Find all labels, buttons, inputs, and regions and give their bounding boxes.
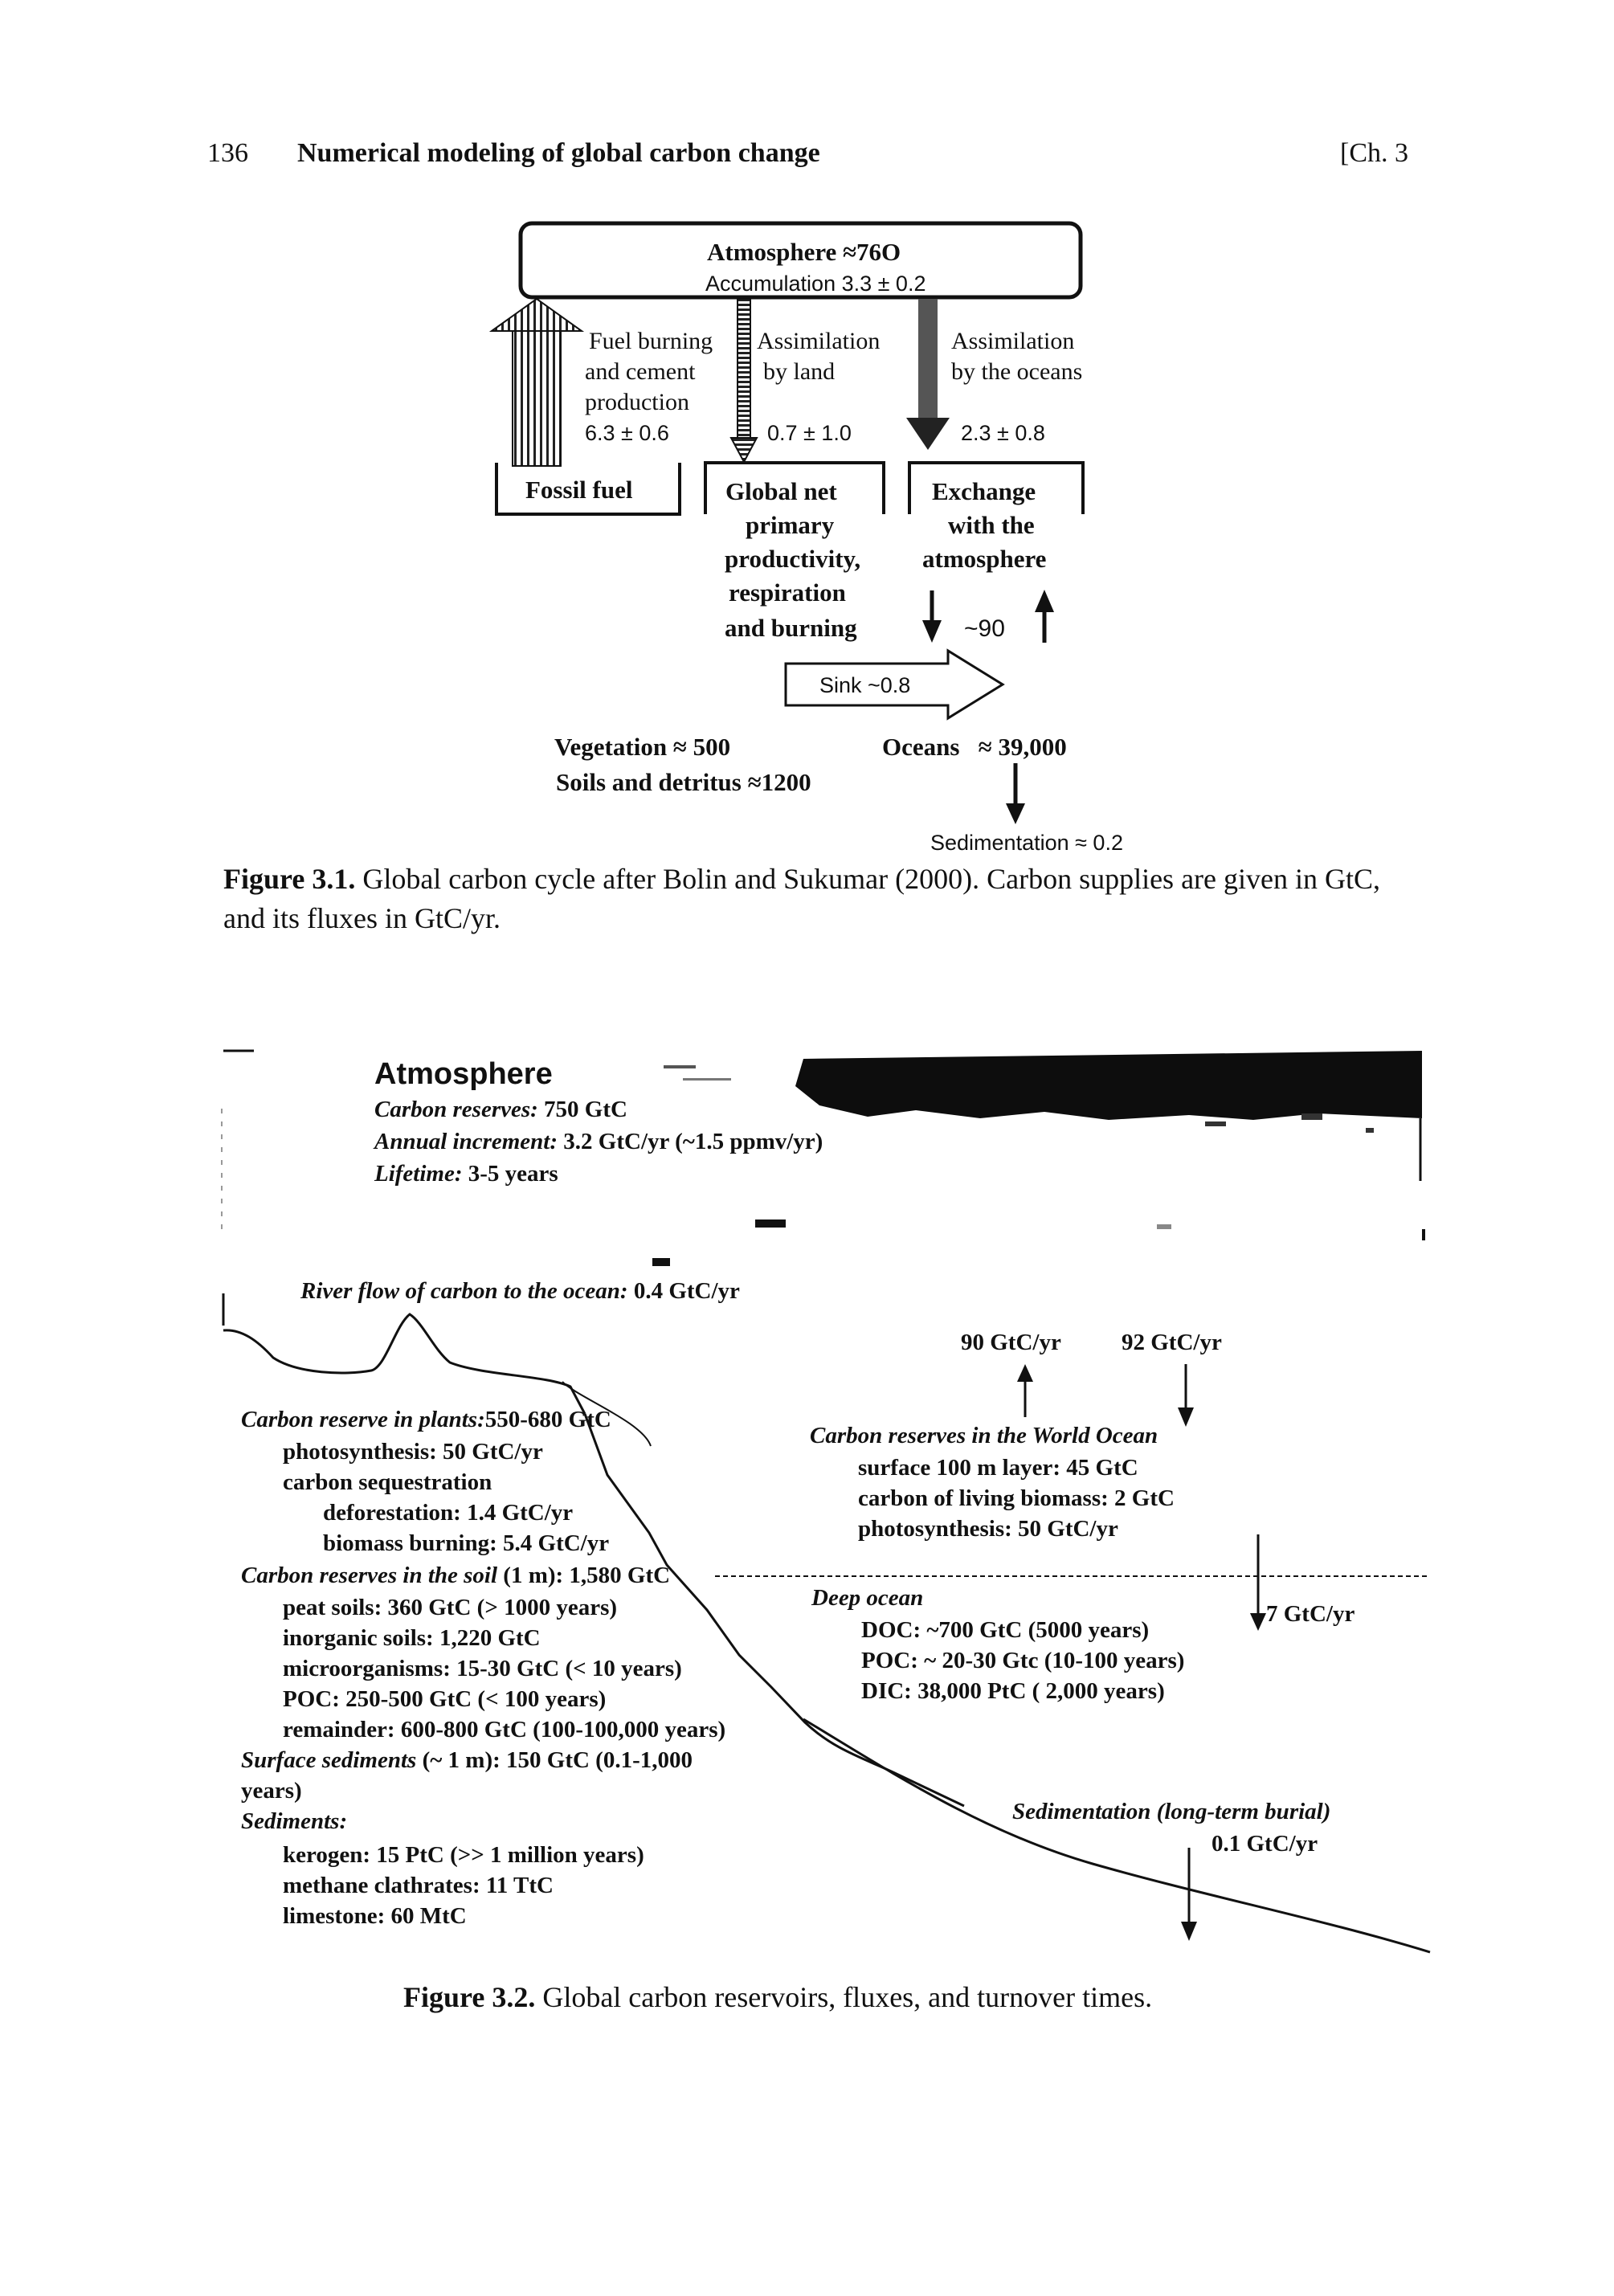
exchange-bracket <box>908 461 1085 514</box>
deep-flux-arrow <box>1250 1613 1266 1631</box>
fig2-sediments-item: kerogen: 15 PtC (>> 1 million years) <box>283 1842 644 1868</box>
fig2-plants-item: carbon sequestration <box>283 1469 492 1495</box>
fig2-sedimentation-label: Sedimentation (long-term burial) <box>1012 1799 1331 1824</box>
fig2-soil-reserve: Carbon reserves in the soil (1 m): 1,580… <box>241 1563 671 1588</box>
ocean-arrow-head <box>906 418 950 450</box>
fig2-plants-item: biomass burning: 5.4 GtC/yr <box>323 1530 610 1556</box>
page-number: 136 <box>207 138 248 168</box>
exchange-label-3: atmosphere <box>922 545 1047 573</box>
sedimentation-arrow <box>1006 803 1025 824</box>
gnpp-label-2: primary <box>746 511 835 539</box>
fig2-sedimentation-value: 0.1 GtC/yr <box>1212 1831 1318 1857</box>
ocean-arrow-shaft <box>918 299 938 419</box>
sky-band <box>795 1051 1422 1120</box>
oceans-label: Oceans ≈ 39,000 <box>882 733 1067 761</box>
gnpp-bracket <box>704 461 885 514</box>
fig2-soil-item: peat soils: 360 GtC (> 1000 years) <box>283 1595 618 1620</box>
fig2-deep-ocean-item: DIC: 38,000 PtC ( 2,000 years) <box>861 1678 1165 1704</box>
figure-3-1-diagram <box>488 221 1085 824</box>
fig2-surface-sediments: Surface sediments (~ 1 m): 150 GtC (0.1-… <box>241 1747 693 1773</box>
running-title: Numerical modeling of global carbon chan… <box>297 138 820 168</box>
seafloor <box>803 1718 1431 1954</box>
fig2-flux-down-label: 92 GtC/yr <box>1122 1330 1222 1355</box>
fig2-lifetime: Lifetime: 3-5 years <box>374 1161 558 1187</box>
fig2-ocean-item: photosynthesis: 50 GtC/yr <box>858 1516 1118 1542</box>
atmosphere-to-ocean-arrow <box>1178 1407 1194 1427</box>
long-term-burial-arrow <box>1181 1922 1197 1941</box>
fig2-soil-item: remainder: 600-800 GtC (100-100,000 year… <box>283 1717 726 1742</box>
fig2-soil-item: inorganic soils: 1,220 GtC <box>283 1625 541 1651</box>
land-profile <box>223 1313 586 1415</box>
fig2-world-ocean-label: Carbon reserves in the World Ocean <box>810 1423 1158 1448</box>
fig2-ocean-item: surface 100 m layer: 45 GtC <box>858 1455 1138 1481</box>
fig2-carbon-reserves: Carbon reserves: 750 GtC <box>374 1097 627 1122</box>
land-arrow-head <box>729 437 758 464</box>
fig2-sediments-label: Sediments: <box>241 1808 348 1834</box>
gnpp-label-4: respiration <box>729 578 846 607</box>
atmosphere-title: Atmosphere ≈76O <box>707 238 901 266</box>
exchange-value: ~90 <box>964 615 1005 642</box>
fuel-value: 6.3 ± 0.6 <box>585 421 669 445</box>
ocean-value: 2.3 ± 0.8 <box>961 421 1045 445</box>
fuel-label-1: Fuel burning <box>589 328 713 354</box>
fossil-fuel-bracket <box>495 463 681 516</box>
gnpp-label-1: Global net <box>725 477 837 505</box>
fig2-flux-up-label: 90 GtC/yr <box>961 1330 1061 1355</box>
exchange-label-1: Exchange <box>932 477 1036 505</box>
atmosphere-box <box>518 221 1083 300</box>
chapter-label: [Ch. 3 <box>1340 138 1408 168</box>
fuel-label-2: and cement <box>585 358 696 385</box>
land-label-1: Assimilation <box>757 328 881 354</box>
fuel-arrow-shaft <box>512 329 562 467</box>
fuel-arrow-head <box>488 297 585 332</box>
fig2-plants-item: deforestation: 1.4 GtC/yr <box>323 1500 574 1526</box>
land-label-2: by land <box>763 358 836 385</box>
fig2-surface-sediments-years: years) <box>241 1778 302 1804</box>
fig2-sediments-item: methane clathrates: 11 TtC <box>283 1873 554 1898</box>
figure-3-2-caption: Figure 3.2. Global carbon reservoirs, fl… <box>403 1981 1153 2013</box>
fig2-atmosphere-title: Atmosphere <box>374 1057 553 1091</box>
sedimentation-label: Sedimentation ≈ 0.2 <box>930 831 1123 855</box>
exchange-up-arrow <box>1035 590 1054 612</box>
figure-3-1-caption: Figure 3.1. Global carbon cycle after Bo… <box>223 863 1381 934</box>
fig2-deep-flux-label: 7 GtC/yr <box>1266 1601 1355 1627</box>
gnpp-label-3: productivity, <box>725 545 861 573</box>
exchange-label-2: with the <box>948 511 1035 539</box>
vegetation-label: Vegetation ≈ 500 <box>554 733 731 761</box>
fossil-fuel-label: Fossil fuel <box>525 476 633 504</box>
fig2-plants-reserve: Carbon reserve in plants:550-680 GtC <box>241 1407 611 1432</box>
fig2-deep-ocean-label: Deep ocean <box>811 1585 924 1611</box>
fig2-sediments-item: limestone: 60 MtC <box>283 1903 467 1929</box>
fig2-plants-item: photosynthesis: 50 GtC/yr <box>283 1439 543 1465</box>
ocean-to-atmosphere-arrow <box>1017 1364 1033 1382</box>
accumulation-value: Accumulation 3.3 ± 0.2 <box>705 272 926 296</box>
exchange-down-arrow <box>922 620 942 643</box>
fig2-annual-increment: Annual increment: 3.2 GtC/yr (~1.5 ppmv/… <box>374 1129 823 1154</box>
fig2-soil-item: microorganisms: 15-30 GtC (< 10 years) <box>283 1656 682 1681</box>
fig2-ocean-item: carbon of living biomass: 2 GtC <box>858 1485 1175 1511</box>
fig2-deep-ocean-item: DOC: ~700 GtC (5000 years) <box>861 1617 1150 1643</box>
soils-label: Soils and detritus ≈1200 <box>556 768 811 796</box>
ocean-label-1: Assimilation <box>951 328 1075 354</box>
sink-label: Sink ~0.8 <box>819 673 911 697</box>
fuel-label-3: production <box>585 389 689 415</box>
fig2-soil-item: POC: 250-500 GtC (< 100 years) <box>283 1686 607 1712</box>
ocean-label-2: by the oceans <box>951 358 1083 385</box>
land-value: 0.7 ± 1.0 <box>767 421 852 445</box>
sink-arrow <box>784 648 1005 721</box>
fig2-river-flow: River flow of carbon to the ocean: 0.4 G… <box>300 1278 740 1304</box>
gnpp-label-5: and burning <box>725 614 857 642</box>
fig2-deep-ocean-item: POC: ~ 20-30 Gtc (10-100 years) <box>861 1648 1185 1673</box>
